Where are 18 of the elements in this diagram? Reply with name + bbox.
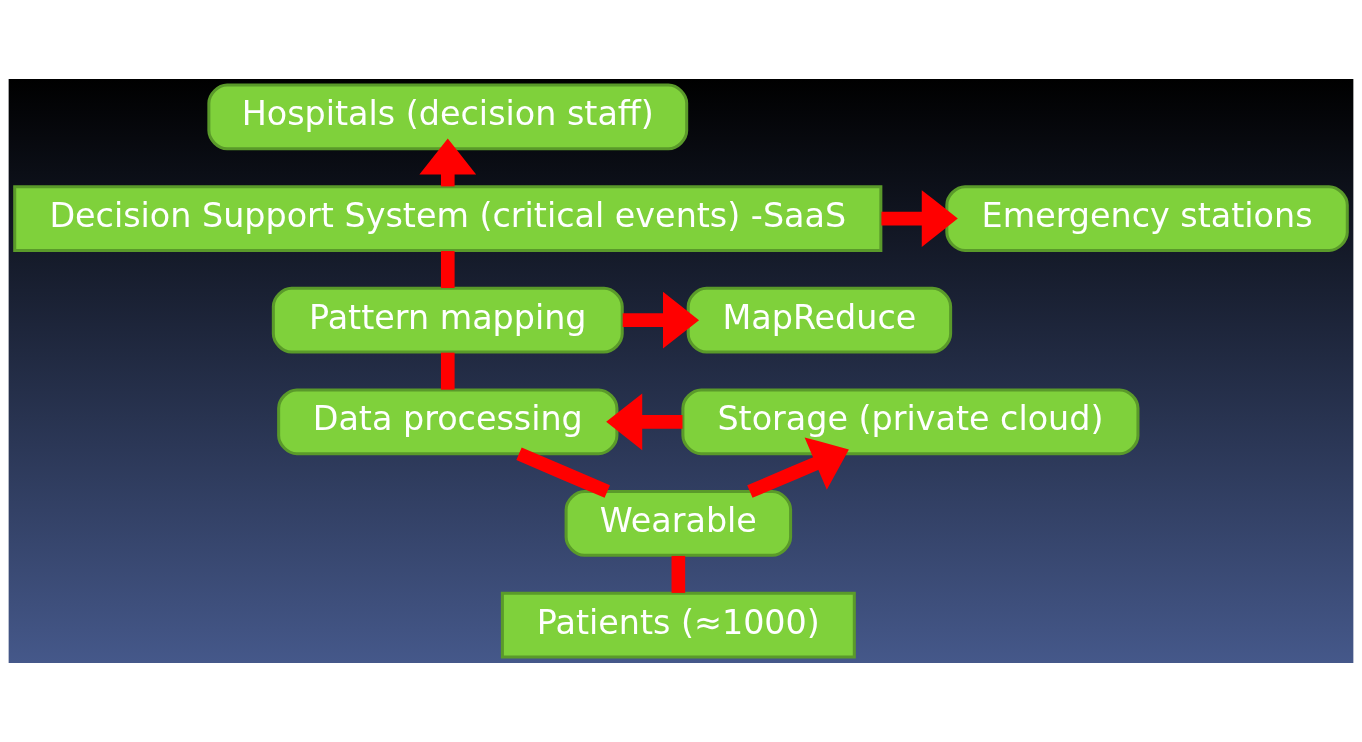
node-box: Decision Support System (critical events) -SaaS <box>13 185 883 252</box>
node-box: Data processing <box>277 388 619 456</box>
node-box: MapReduce <box>686 286 953 354</box>
arrow <box>606 393 683 451</box>
connector <box>671 555 686 593</box>
arrow <box>622 291 700 349</box>
node-box: Pattern mapping <box>271 286 624 354</box>
node-box: Wearable <box>564 490 793 557</box>
connector <box>440 352 455 390</box>
node-box: Emergency stations <box>945 185 1349 252</box>
node-box: Storage (private cloud) <box>681 388 1140 456</box>
arrow <box>419 138 477 187</box>
connector <box>516 447 610 498</box>
arrow <box>881 190 958 247</box>
node-box: Patients (≈1000) <box>500 591 856 659</box>
connector <box>440 251 455 288</box>
arrow <box>747 437 849 498</box>
node-box: Hospitals (decision staff) <box>207 83 689 151</box>
